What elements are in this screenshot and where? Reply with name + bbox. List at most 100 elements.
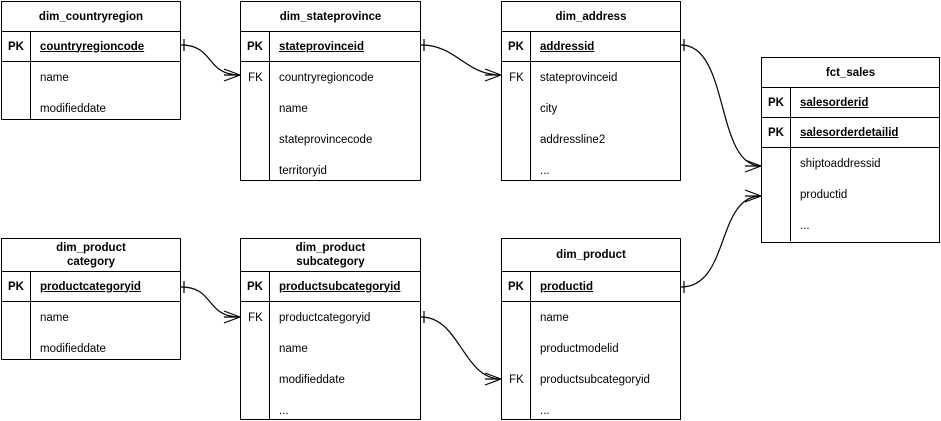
entity-fct-sales[interactable]: fct_sales PK salesorderid PK salesorderd… [761,57,940,243]
entity-key-row[interactable]: PK productid [502,272,680,302]
entity-title-line: dim_address [555,10,627,23]
edge-product-fctsales [680,189,762,293]
attribute-list: name modifieddate [31,62,180,119]
key-name: productcategoryid [40,280,141,293]
key-tag-pk: PK [762,88,791,117]
key-name: salesorderdetailid [800,126,899,139]
entity-dim-stateprovince[interactable]: dim_stateprovince PK stateprovinceid FK … [240,1,421,181]
entity-title: fct_sales [762,58,939,88]
entity-dim-productsubcategory[interactable]: dim_product subcategory PK productsubcat… [240,238,421,420]
attribute-item: ... [540,405,550,417]
attribute-item: city [540,103,558,115]
entity-key-row[interactable]: PK addressid [502,32,680,62]
attribute-item: modifieddate [40,343,106,355]
attribute-key-gutter: FK [502,62,531,180]
attribute-list: shiptoaddressid productid ... [791,148,939,241]
key-name: addressid [540,40,595,53]
key-name: stateprovinceid [279,40,364,53]
edge-countryregion-stateprovince [180,39,241,82]
key-name: salesorderid [800,96,869,109]
entity-attribute-body: FK productcategoryid name modifieddate .… [241,302,420,419]
attribute-item: stateprovincecode [279,134,373,146]
attribute-item: productid [800,189,848,201]
entity-dim-productcategory[interactable]: dim_product category PK productcategoryi… [1,238,181,360]
entity-title: dim_product subcategory [241,239,420,272]
entity-attribute-body: FK countryregioncode name stateprovincec… [241,62,420,180]
entity-title-line: subcategory [296,256,365,268]
entity-title: dim_product [502,239,680,272]
attribute-item: productcategoryid [279,312,371,324]
entity-title: dim_countryregion [2,2,180,32]
entity-title: dim_address [502,2,680,32]
attribute-item: countryregioncode [279,72,374,84]
attribute-item: stateprovinceid [540,72,618,84]
entity-attribute-body: name modifieddate [2,62,180,119]
attribute-list: productcategoryid name modifieddate ... [270,302,420,419]
attribute-item: territoryid [279,165,327,177]
edge-address-fctsales [680,39,762,173]
attribute-key-gutter [2,62,31,119]
attribute-item: modifieddate [40,103,106,115]
attribute-item: shiptoaddressid [800,158,881,170]
attribute-key-tag-fk: FK [248,72,263,84]
attribute-item: modifieddate [279,374,345,386]
attribute-item: ... [279,405,289,417]
entity-title-line: dim_stateprovince [279,10,382,23]
attribute-list: countryregioncode name stateprovincecode… [270,62,420,180]
attribute-key-tag-fk: FK [509,72,524,84]
entity-title: dim_stateprovince [241,2,420,32]
entity-key-row[interactable]: PK countryregioncode [2,32,180,62]
attribute-item: ... [800,220,810,232]
entity-key-row[interactable]: PK salesorderid [762,88,939,118]
attribute-item: name [540,312,569,324]
attribute-item: ... [540,165,550,177]
attribute-item: name [279,343,308,355]
entity-dim-address[interactable]: dim_address PK addressid FK stateprovinc… [501,1,681,181]
attribute-item: productsubcategoryid [540,374,650,386]
key-name: productsubcategoryid [279,280,401,293]
attribute-list: stateprovinceid city addressline2 ... [531,62,680,180]
entity-attribute-body: shiptoaddressid productid ... [762,148,939,241]
entity-key-row[interactable]: PK productsubcategoryid [241,272,420,302]
entity-attribute-body: FK stateprovinceid city addressline2 ... [502,62,680,180]
attribute-key-gutter [762,148,791,241]
key-tag-pk: PK [241,32,270,61]
key-tag-pk: PK [502,32,531,61]
attribute-key-tag-fk: FK [248,312,263,324]
attribute-key-gutter: FK [241,62,270,180]
attribute-item: name [40,312,69,324]
key-tag-pk: PK [2,32,31,61]
attribute-item: name [279,103,308,115]
entity-dim-product[interactable]: dim_product PK productid FK name product… [501,238,681,420]
attribute-key-tag-fk: FK [509,374,524,386]
attribute-key-gutter [2,302,31,359]
entity-attribute-body: name modifieddate [2,302,180,359]
attribute-list: name productmodelid productsubcategoryid… [531,302,680,419]
key-tag-pk: PK [241,272,270,301]
entity-dim-countryregion[interactable]: dim_countryregion PK countryregioncode n… [1,1,181,120]
key-name: countryregioncode [40,40,145,53]
entity-title-line: fct_sales [825,66,876,79]
attribute-item: addressline2 [540,134,606,146]
edge-productcategory-productsubcategory [180,281,241,324]
entity-title-line: dim_product [295,242,366,254]
key-tag-pk: PK [502,272,531,301]
key-tag-pk: PK [762,118,791,147]
attribute-key-gutter: FK [502,302,531,419]
entity-title-line: category [67,256,115,268]
entity-key-row[interactable]: PK stateprovinceid [241,32,420,62]
key-tag-pk: PK [2,272,31,301]
entity-key-row[interactable]: PK salesorderdetailid [762,118,939,148]
key-name: productid [540,280,594,293]
attribute-key-gutter: FK [241,302,270,419]
entity-key-row[interactable]: PK productcategoryid [2,272,180,302]
edge-stateprovince-address [420,39,502,82]
edge-productsubcategory-product [420,311,502,386]
entity-title-line: dim_product [56,242,126,254]
attribute-item: name [40,72,69,84]
entity-title: dim_product category [2,239,180,272]
entity-title-line: dim_product [556,249,626,261]
entity-title-line: dim_countryregion [38,10,144,23]
entity-attribute-body: FK name productmodelid productsubcategor… [502,302,680,419]
